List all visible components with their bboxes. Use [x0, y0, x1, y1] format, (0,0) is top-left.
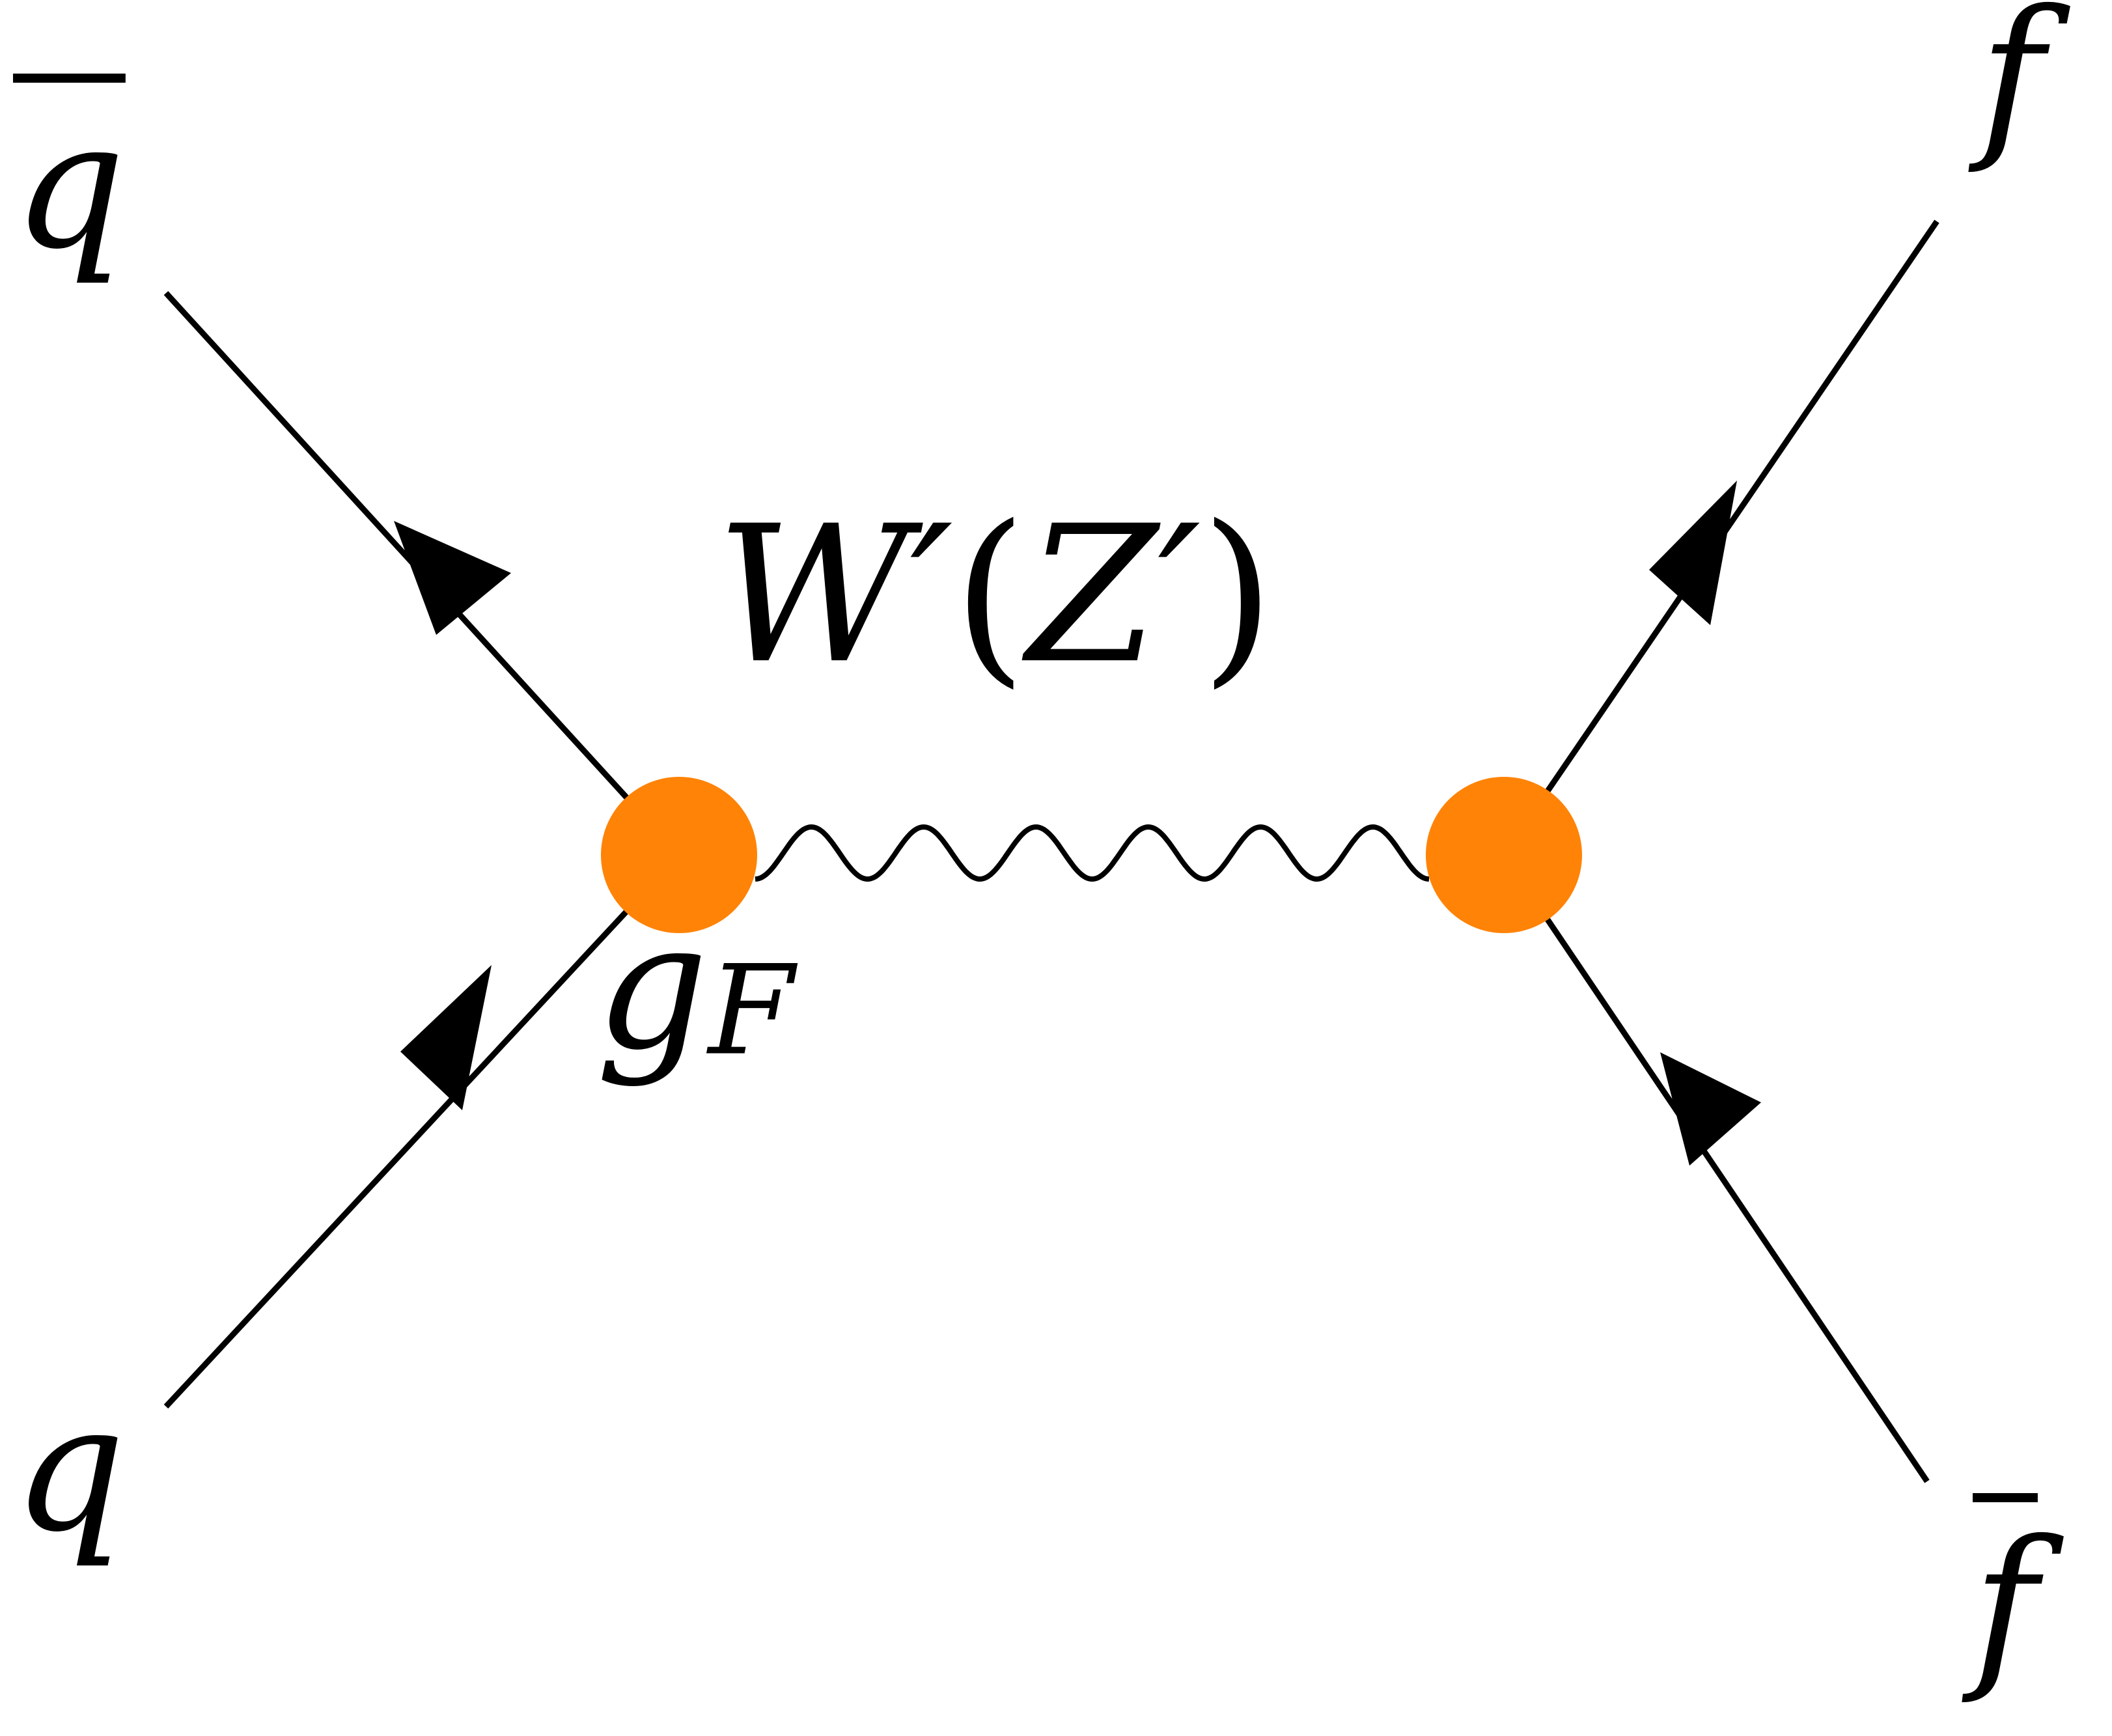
antifermion-label: f	[1973, 1502, 2038, 1707]
boson-label: W′(Z′)	[716, 501, 1275, 690]
fermion-label: f	[1979, 0, 2044, 177]
coupling-subscript: F	[708, 938, 794, 1083]
boson-paren-open: (	[952, 486, 1027, 705]
boson-paren-close: )	[1201, 486, 1275, 705]
quark-line	[163, 852, 682, 1409]
boson-label-main: W′	[716, 486, 953, 705]
quark-arrow-icon	[400, 965, 492, 1110]
left-vertex	[601, 777, 757, 933]
boson-propagator	[755, 824, 1430, 882]
quark-label: q	[13, 1365, 126, 1571]
coupling-symbol: g	[596, 884, 708, 1089]
antiquark-arrow-icon	[394, 521, 511, 635]
coupling-label: gF	[596, 899, 794, 1074]
antiquark-label: q	[13, 83, 126, 288]
antifermion-arrow-icon	[1660, 1052, 1761, 1166]
right-vertex	[1426, 777, 1582, 933]
fermion-arrow-icon	[1649, 481, 1737, 625]
antifermion-line	[1501, 853, 1930, 1483]
boson-label-alt: Z′	[1027, 486, 1201, 705]
